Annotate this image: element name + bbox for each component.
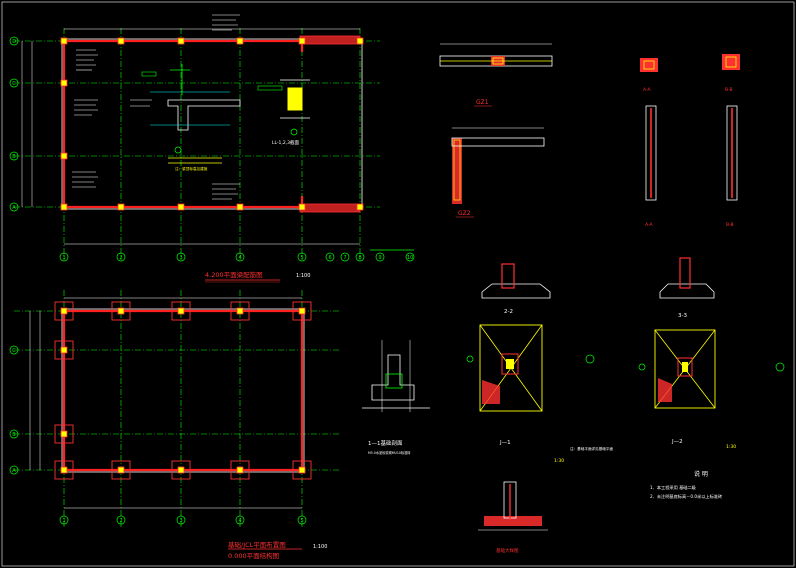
section-1-1-caption: 1—1基础剖面 — [368, 439, 403, 447]
svg-text:3: 3 — [180, 255, 183, 261]
svg-text:1: 1 — [63, 255, 66, 261]
svg-text:2: 2 — [120, 255, 123, 261]
svg-text:A: A — [12, 205, 16, 211]
svg-text:4: 4 — [239, 518, 242, 524]
bottom-plan-title-1: 基础/JCL平面布置图 — [228, 540, 286, 549]
bottom-plan-outline — [61, 308, 305, 473]
top-plan-annotations — [72, 14, 240, 200]
top-plan-section-detail — [141, 64, 310, 164]
top-plan-section-tag: LL-1,2,3截面 — [272, 139, 300, 146]
detail-gz2[interactable]: GZ2 — [451, 127, 545, 218]
bottom-plan-axis-bubbles: 1 2 3 4 5 C B A — [9, 345, 307, 525]
detail-22[interactable]: 2-2 — [481, 263, 551, 315]
top-plan-grid — [14, 28, 380, 260]
svg-text:C: C — [12, 348, 16, 354]
bottom-plan-scale: 1:100 — [313, 544, 327, 550]
svg-text:B: B — [12, 154, 16, 160]
svg-text:7: 7 — [344, 255, 347, 261]
bottom-plan[interactable]: 1 2 3 4 5 C B A 基础/JCL平面布置图 0.000平面结构图 1… — [9, 290, 340, 560]
section-1-1-subtitle: M5.0水泥砂浆砌MU10标准砖 — [368, 450, 411, 455]
j2-label: J—2 — [671, 439, 683, 445]
svg-text:4: 4 — [239, 255, 242, 261]
svg-text:5: 5 — [301, 518, 304, 524]
sec-22-label: 2-2 — [504, 309, 513, 315]
svg-text:A: A — [12, 468, 16, 474]
detail-j2[interactable]: J—2 1:30 — [638, 329, 785, 450]
j1-label: J—1 — [499, 440, 511, 446]
svg-text:10: 10 — [407, 255, 413, 261]
j-note: 注：基础平面详见基础平面 — [570, 446, 614, 451]
top-plan[interactable]: 注：梁顶标高见建施 LL-1,2,3截面 1 2 3 4 5 6 7 8 9 1… — [9, 14, 415, 283]
top-plan-dimensions — [21, 28, 360, 245]
detail-aa[interactable]: A-A A-A — [640, 58, 658, 228]
svg-text:3: 3 — [180, 518, 183, 524]
svg-text:B: B — [12, 432, 16, 438]
detail-bb[interactable]: B-B B-B — [722, 54, 740, 228]
svg-text:C: C — [12, 81, 16, 87]
bottom-plan-title-2: 0.000平面结构图 — [228, 551, 279, 560]
aa-label: A-A — [643, 87, 652, 93]
notes-block: 说 明 1．本工程采用 基础二级 2．未注明基底标高－0.0米以上标准砖 — [650, 470, 722, 500]
j1-scale: 1:30 — [554, 458, 564, 464]
footing-caption: 基础大样图 — [496, 547, 519, 554]
top-plan-beams — [62, 35, 361, 213]
svg-text:6: 6 — [329, 255, 332, 261]
gz1-label: GZ1 — [476, 99, 489, 106]
svg-text:1: 1 — [63, 518, 66, 524]
aa-bottom-label: A-A — [645, 222, 654, 228]
sec-33-label: 3-3 — [678, 313, 687, 319]
bb-label: B-B — [725, 87, 733, 93]
top-plan-columns — [60, 37, 364, 211]
top-plan-title: 4.200平面梁配筋图 — [205, 270, 263, 279]
detail-footing[interactable]: 基础大样图 — [478, 481, 548, 554]
section-1-1[interactable]: 1—1基础剖面 M5.0水泥砂浆砌MU10标准砖 — [362, 340, 430, 455]
top-plan-scale: 1:100 — [296, 273, 310, 279]
bottom-plan-columns — [60, 307, 306, 474]
bottom-plan-footings — [54, 301, 312, 480]
svg-text:5: 5 — [301, 255, 304, 261]
svg-text:D: D — [12, 39, 16, 45]
bb-bottom-label: B-B — [726, 222, 734, 228]
bottom-plan-dimensions — [29, 297, 302, 509]
top-plan-note: 注：梁顶标高见建施 — [175, 166, 208, 171]
detail-33[interactable]: 3-3 — [659, 257, 715, 319]
j2-scale: 1:30 — [726, 444, 736, 450]
gz2-label: GZ2 — [458, 210, 471, 217]
top-plan-outline — [61, 38, 363, 210]
bottom-plan-beams — [62, 309, 304, 472]
detail-j1[interactable]: J—1 1:30 — [466, 324, 595, 464]
notes-title: 说 明 — [694, 470, 708, 478]
note-1: 1．本工程采用 基础二级 — [650, 484, 697, 491]
top-plan-axis-bubbles: 1 2 3 4 5 6 7 8 9 10 D C B A — [9, 36, 415, 262]
detail-gz1[interactable]: GZ1 — [439, 43, 553, 107]
note-2: 2．未注明基底标高－0.0米以上标准砖 — [650, 493, 722, 500]
svg-text:8: 8 — [359, 255, 362, 261]
svg-text:2: 2 — [120, 518, 123, 524]
svg-text:9: 9 — [379, 255, 382, 261]
